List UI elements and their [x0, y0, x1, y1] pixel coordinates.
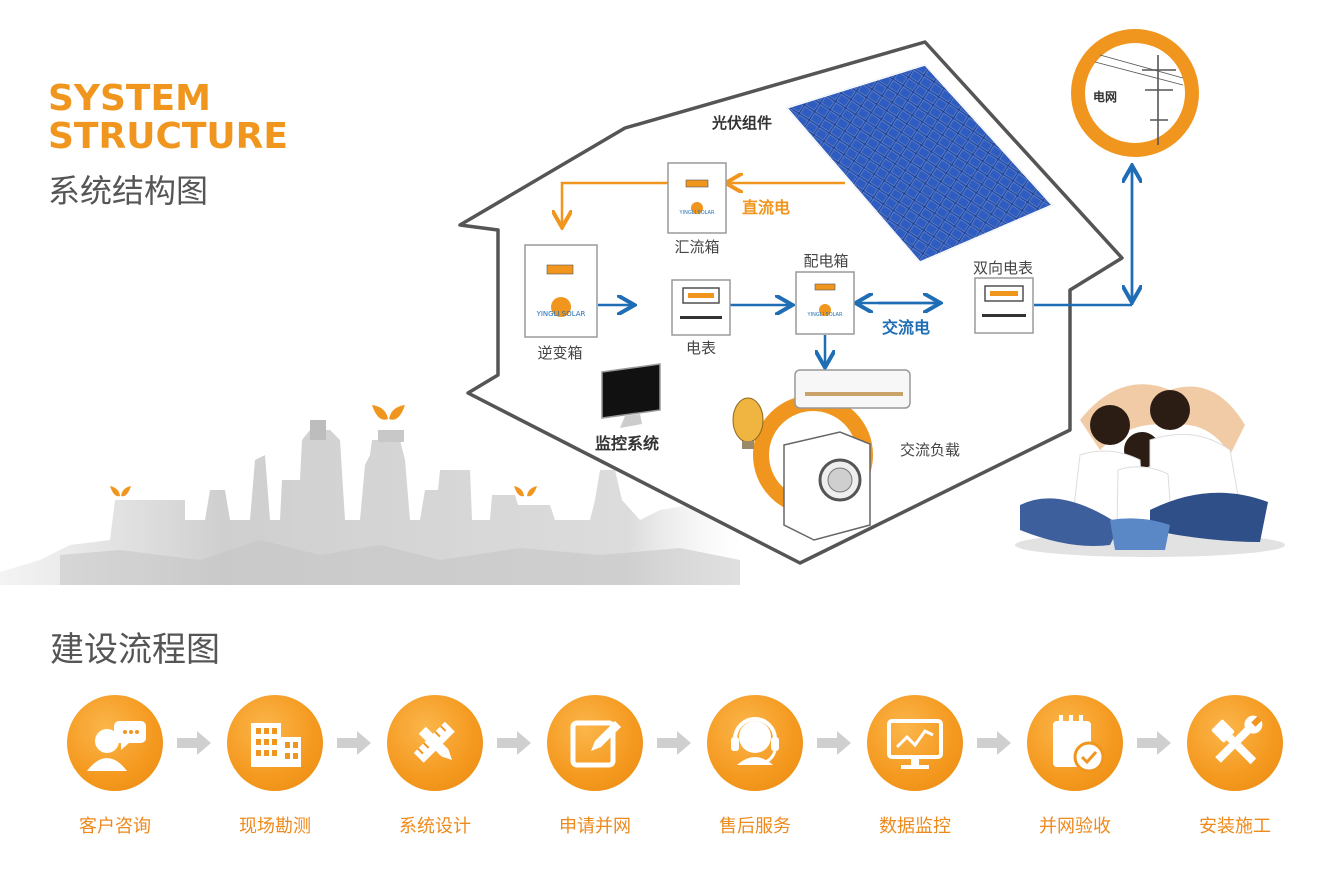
title-en-line1: SYSTEM — [48, 78, 211, 119]
washing-machine-icon — [783, 431, 871, 541]
bidirectional-meter-box — [974, 277, 1034, 334]
light-bulb-icon — [732, 397, 764, 449]
combiner-box: YINGLI SOLAR — [667, 162, 727, 234]
flow-step-service: 售后服务 — [680, 690, 830, 840]
ac-load-group — [732, 369, 911, 541]
dc-flow-lines — [562, 183, 845, 225]
ac-flow-lines — [598, 168, 1132, 365]
system-structure-subtitle: 系统结构图 — [48, 172, 209, 210]
combiner-brand-text: YINGLI SOLAR — [679, 210, 715, 216]
flow-step-label: 客户咨询 — [79, 816, 151, 837]
construction-flow-steps: 客户咨询 现场勘测 — [40, 690, 1310, 840]
flow-arrow-icon — [1135, 730, 1173, 756]
inverter-brand-text: YINGLI SOLAR — [536, 310, 586, 318]
grid-label: 电网 — [1093, 89, 1117, 104]
flow-arrow-icon — [335, 730, 373, 756]
flow-arrow-icon — [175, 730, 213, 756]
construction-flow-title: 建设流程图 — [50, 630, 220, 670]
ac-load-label: 交流负载 — [900, 441, 960, 459]
flow-step-label: 售后服务 — [719, 816, 791, 837]
consult-person-icon — [67, 695, 163, 791]
flow-step-label: 现场勘测 — [239, 816, 311, 837]
distribution-box-label: 配电箱 — [803, 252, 848, 270]
air-conditioner-icon — [794, 369, 911, 409]
pv-modules-label: 光伏组件 — [711, 114, 772, 132]
distribution-brand-text: YINGLI SOLAR — [807, 312, 843, 318]
ac-label: 交流电 — [882, 318, 930, 337]
flow-step-label: 并网验收 — [1039, 816, 1111, 837]
inverter-box: YINGLI SOLAR — [524, 244, 598, 338]
combiner-box-label: 汇流箱 — [674, 238, 719, 256]
system-diagram: YINGLI SOLAR 汇流箱 YINGLI SOLAR 逆变箱 电表 配电箱… — [0, 29, 1285, 585]
flow-arrow-icon — [655, 730, 693, 756]
monitor-icon — [601, 363, 661, 428]
family-photo — [1015, 384, 1285, 557]
distribution-box: YINGLI SOLAR — [795, 271, 855, 335]
flow-step-installation: 安装施工 — [1160, 690, 1310, 840]
title-en-line2: STRUCTURE — [48, 116, 288, 157]
system-structure-title: SYSTEM STRUCTURE — [48, 80, 288, 156]
tools-icon — [1187, 695, 1283, 791]
edit-form-icon — [547, 695, 643, 791]
flow-step-label: 安装施工 — [1199, 816, 1271, 837]
power-pole-icon — [1094, 54, 1184, 145]
flow-arrow-icon — [815, 730, 853, 756]
leaf-logo-icon — [110, 405, 537, 497]
flow-arrow-icon — [975, 730, 1013, 756]
flow-step-apply: 申请并网 — [520, 690, 670, 840]
bidirectional-meter-label: 双向电表 — [973, 259, 1033, 277]
flow-step-monitoring: 数据监控 — [840, 690, 990, 840]
clipboard-check-icon — [1027, 695, 1123, 791]
monitor-chart-icon — [867, 695, 963, 791]
flow-step-label: 系统设计 — [399, 816, 471, 837]
monitoring-system-label: 监控系统 — [595, 434, 659, 453]
grid-badge: 电网 — [1071, 29, 1199, 157]
flow-step-label: 申请并网 — [559, 816, 631, 837]
city-skyline — [0, 420, 740, 585]
flow-step-survey: 现场勘测 — [200, 690, 350, 840]
flow-step-consult: 客户咨询 — [40, 690, 190, 840]
dc-label: 直流电 — [742, 198, 790, 217]
flow-step-acceptance: 并网验收 — [1000, 690, 1150, 840]
headset-service-icon — [707, 695, 803, 791]
meter-box — [671, 279, 731, 336]
buildings-icon — [227, 695, 323, 791]
pencil-ruler-icon — [387, 695, 483, 791]
meter-label: 电表 — [686, 339, 716, 357]
inverter-label: 逆变箱 — [537, 344, 582, 362]
flow-step-label: 数据监控 — [879, 816, 951, 837]
flow-step-design: 系统设计 — [360, 690, 510, 840]
flow-arrow-icon — [495, 730, 533, 756]
solar-panel — [785, 64, 1054, 263]
